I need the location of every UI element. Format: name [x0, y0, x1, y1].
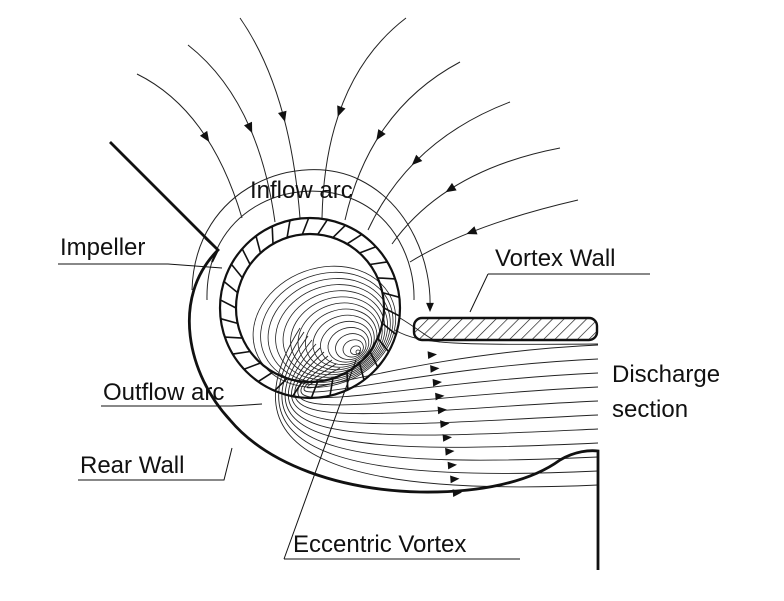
impeller-blade: [376, 337, 390, 353]
impeller-blade: [230, 263, 244, 279]
label-impeller: Impeller: [60, 234, 145, 261]
arrowhead: [337, 105, 346, 117]
arrowhead: [278, 110, 287, 122]
vortex-loop: [267, 278, 391, 383]
impeller-blade: [332, 224, 346, 239]
arrowhead: [442, 434, 452, 442]
impeller-blade: [369, 351, 379, 368]
label-discharge: Discharge: [612, 361, 720, 388]
inflow-streamline: [344, 61, 461, 221]
arrowhead: [432, 378, 442, 387]
arrowhead: [376, 129, 386, 141]
discharge-arrowheads: [427, 351, 462, 497]
vortex-loop: [260, 271, 394, 386]
label-outflow-arc: Outflow arc: [103, 379, 224, 406]
vortex-wall: [412, 316, 599, 342]
inflow-streamline: [321, 17, 407, 219]
inflow-arc-streamline: [191, 169, 431, 311]
impeller-blade: [382, 291, 400, 299]
vortex-loop: [312, 314, 375, 368]
inflow-streamline: [187, 44, 276, 223]
impeller-blade: [224, 336, 243, 339]
impeller-blade: [271, 226, 274, 244]
vortex-loop: [320, 320, 372, 366]
impeller-blade: [329, 378, 334, 396]
impeller-blade: [381, 322, 397, 336]
impeller-blade: [291, 381, 303, 397]
label-rear-wall: Rear Wall: [80, 452, 184, 479]
impeller-blade: [310, 381, 319, 399]
arrowhead: [447, 461, 457, 470]
vortex-loop: [342, 339, 364, 358]
impeller-blade: [220, 299, 237, 309]
inflow-streamline: [239, 17, 301, 219]
arrowhead: [427, 351, 437, 359]
rear-wall: [109, 141, 600, 570]
arrowhead: [411, 154, 423, 166]
casing-streamline: [394, 329, 599, 345]
rear-wall-tongue: [204, 237, 220, 263]
leader-lines: [58, 263, 650, 560]
casing-streamline: [291, 347, 599, 425]
arrowhead: [199, 130, 210, 142]
inflow-streamline: [409, 199, 579, 263]
arrowhead: [435, 392, 445, 401]
label-section: section: [612, 396, 688, 423]
vortex-loop: [327, 327, 370, 363]
arrowhead: [430, 365, 440, 373]
inflow-streamline: [136, 73, 243, 219]
impeller-blade: [220, 317, 238, 325]
impeller-blade: [257, 371, 274, 383]
arrowhead: [445, 182, 457, 193]
inflow-streamlines: [136, 17, 579, 311]
vortex-loop: [335, 333, 367, 360]
impeller-blade: [232, 350, 251, 355]
casing-streamline: [275, 327, 599, 488]
impeller-blade: [346, 372, 349, 390]
impeller-blade: [301, 217, 310, 235]
impeller-blade: [383, 307, 400, 317]
impeller-blade: [358, 362, 365, 381]
impeller-blade: [346, 233, 363, 245]
impeller-blade: [359, 246, 377, 254]
vortex-loop: [305, 308, 378, 371]
inflow-streamline: [391, 147, 561, 245]
vortex-core: [355, 349, 361, 355]
inflow-arrowheads: [199, 105, 478, 312]
casing-streamlines: [275, 317, 599, 488]
arrowhead: [244, 121, 253, 134]
casing-streamline: [284, 339, 599, 448]
impeller-blade: [377, 277, 396, 280]
inflow-arc-streamline: [206, 190, 415, 301]
label-eccentric-vortex: Eccentric Vortex: [293, 531, 466, 558]
impeller-blade: [274, 377, 288, 392]
impeller-blade: [317, 219, 329, 235]
vortex-loop: [252, 265, 397, 388]
casing-streamline: [300, 359, 599, 399]
arrowhead: [437, 406, 447, 415]
inflow-streamline: [367, 101, 511, 231]
arrowhead: [466, 226, 478, 235]
arrowhead: [450, 475, 460, 484]
arrowhead: [445, 447, 455, 456]
impeller-blade: [223, 280, 239, 294]
impeller-blade: [369, 261, 388, 266]
label-inflow-arc: Inflow arc: [250, 177, 353, 204]
eccentric-vortex-spiral: [252, 265, 397, 388]
label-vortex-wall: Vortex Wall: [495, 245, 615, 272]
impeller-blade: [241, 248, 251, 265]
arrowhead: [426, 302, 434, 312]
impeller-ring: [218, 216, 402, 400]
arrowhead: [440, 420, 450, 428]
impeller-blade: [286, 220, 291, 238]
impeller-blade: [255, 235, 262, 254]
impeller-blade: [243, 362, 261, 370]
casing-streamline: [278, 331, 599, 474]
casing-streamline: [288, 343, 599, 436]
